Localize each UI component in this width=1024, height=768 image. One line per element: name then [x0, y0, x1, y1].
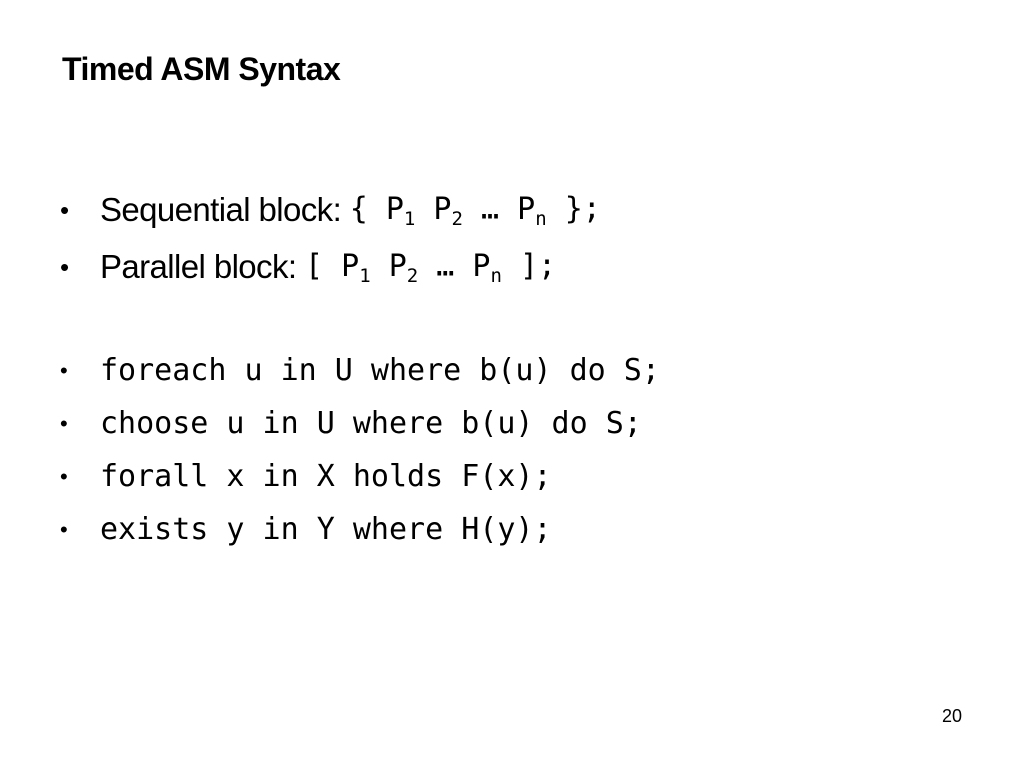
sequential-block-label: Sequential block:: [100, 191, 350, 228]
open-bracket: [: [305, 248, 342, 284]
bullet-foreach-statement: • foreach u in U where b(u) do S;: [60, 356, 660, 386]
bullet-parallel-block: •Parallel block: [ P1 P2 … Pn ];: [60, 248, 557, 287]
subscript-2: 2: [451, 207, 463, 230]
page-number: 20: [941, 706, 962, 726]
process-letter: P: [341, 248, 360, 284]
bullet-marker: •: [60, 411, 68, 436]
bullet-marker: •: [60, 194, 70, 225]
subscript-n: n: [535, 207, 547, 230]
choose-syntax: choose u in U where b(u) do S;: [100, 406, 642, 441]
bullet-sequential-block: •Sequential block: { P1 P2 … Pn };: [60, 191, 601, 230]
process-pn: Pn: [472, 248, 502, 287]
parallel-block-syntax: [ P1 P2 … Pn ];: [305, 248, 557, 287]
bullet-marker: •: [60, 517, 68, 542]
subscript-2: 2: [406, 264, 419, 287]
ellipsis: …: [418, 248, 473, 284]
foreach-syntax: foreach u in U where b(u) do S;: [100, 353, 660, 388]
close-brace: };: [546, 191, 601, 227]
open-brace: {: [349, 191, 386, 227]
process-pn: Pn: [517, 191, 547, 230]
slide-title: Timed ASM Syntax: [62, 51, 341, 87]
exists-syntax: exists y in Y where H(y);: [100, 512, 552, 547]
bullet-marker: •: [60, 358, 68, 383]
bullet-marker: •: [60, 251, 70, 282]
sequential-block-syntax: { P1 P2 … Pn };: [349, 191, 601, 230]
bullet-forall-statement: • forall x in X holds F(x);: [60, 462, 552, 492]
process-p2: P2: [433, 191, 463, 230]
process-p1: P1: [341, 248, 371, 287]
parallel-block-label: Parallel block:: [100, 248, 305, 285]
process-letter: P: [388, 248, 407, 284]
bullet-marker: •: [60, 464, 68, 489]
ellipsis: …: [462, 191, 518, 227]
process-letter: P: [472, 248, 491, 284]
bullet-exists-statement: • exists y in Y where H(y);: [60, 515, 552, 545]
process-letter: P: [517, 191, 536, 227]
subscript-1: 1: [403, 207, 416, 230]
process-letter: P: [433, 191, 452, 227]
subscript-n: n: [490, 264, 502, 287]
process-p1: P1: [385, 191, 416, 230]
close-bracket: ];: [501, 248, 557, 284]
process-p2: P2: [388, 248, 419, 287]
bullet-choose-statement: • choose u in U where b(u) do S;: [60, 409, 642, 439]
subscript-1: 1: [359, 264, 371, 287]
forall-syntax: forall x in X holds F(x);: [100, 459, 552, 494]
process-letter: P: [385, 191, 404, 227]
